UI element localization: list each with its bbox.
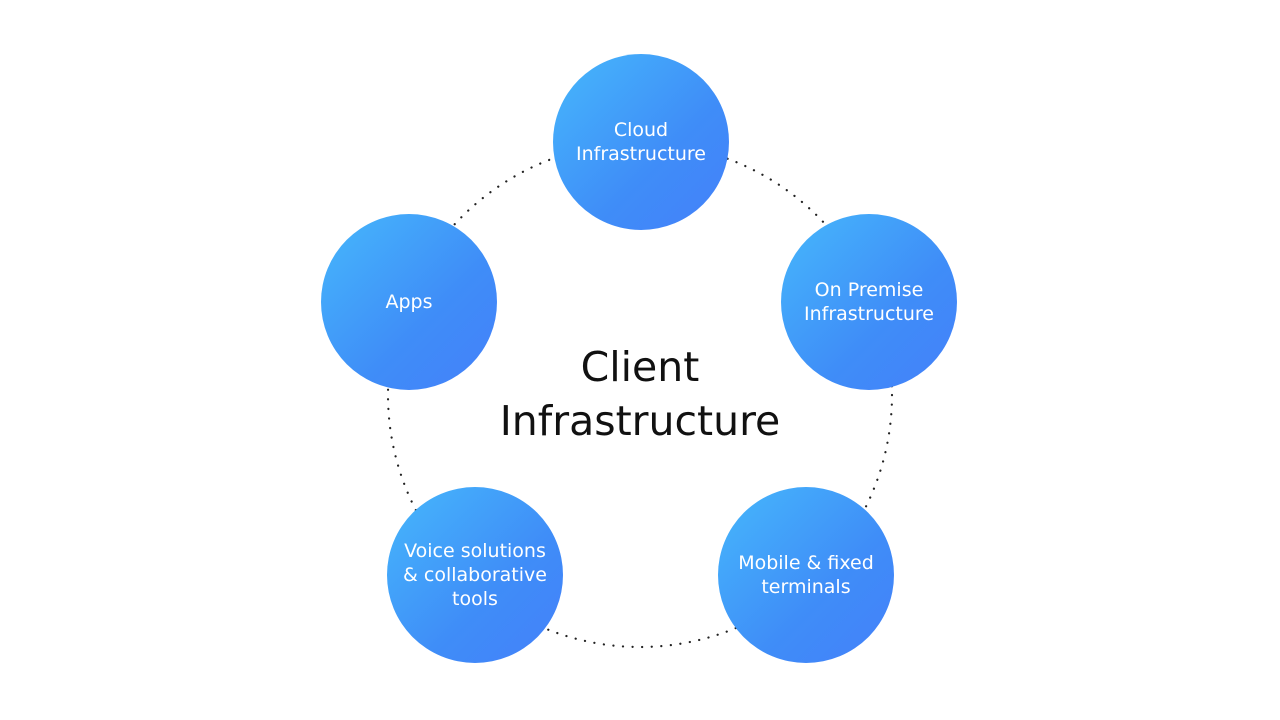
dotted-ring-path — [386, 141, 894, 649]
node-label: Apps — [385, 291, 433, 313]
center-title: Client Infrastructure — [499, 343, 781, 445]
node-apps[interactable]: Apps — [321, 214, 497, 390]
node-on-premise-infrastructure[interactable]: On Premise Infrastructure — [781, 214, 957, 390]
node-label: Cloud Infrastructure — [575, 119, 706, 165]
node-label: On Premise Infrastructure — [803, 279, 934, 325]
node-label: Voice solutions & collaborative tools — [403, 540, 547, 610]
node-label: Mobile & fixed terminals — [738, 552, 874, 598]
node-cloud-infrastructure[interactable]: Cloud Infrastructure — [553, 54, 729, 230]
node-mobile-fixed-terminals[interactable]: Mobile & fixed terminals — [718, 487, 894, 663]
node-voice-collaborative-tools[interactable]: Voice solutions & collaborative tools — [387, 487, 563, 663]
